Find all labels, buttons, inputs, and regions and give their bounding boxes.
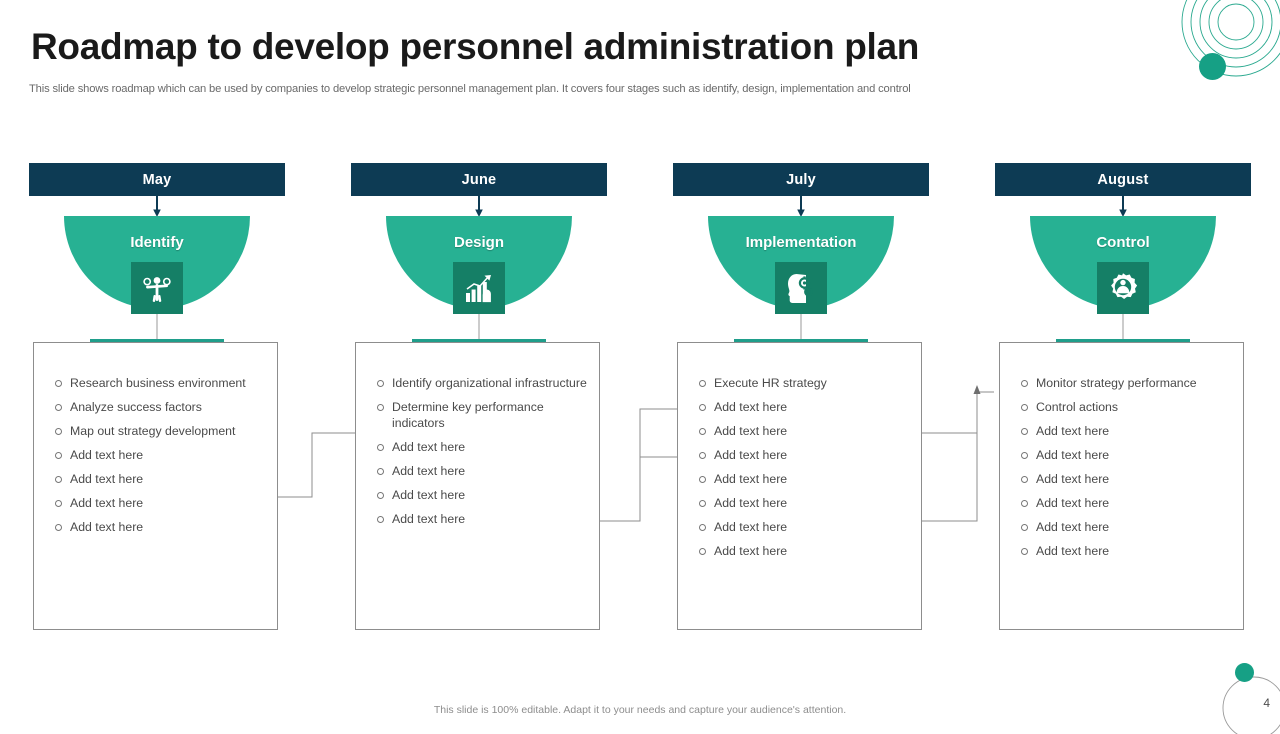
list-item: Add text here: [698, 399, 921, 415]
down-arrow-icon: [797, 196, 805, 217]
stage-column-implementation: July Implementation Execute HR strateg: [673, 163, 929, 630]
stage-label: Implementation: [745, 234, 857, 251]
month-label: June: [461, 171, 497, 188]
list-item: Research business environment: [54, 375, 277, 391]
item-list-control: Monitor strategy performance Control act…: [1000, 343, 1243, 559]
stage-column-control: August Control Monitor strategy performa…: [995, 163, 1251, 630]
list-item: Add text here: [1020, 495, 1243, 511]
list-item: Add text here: [376, 439, 599, 455]
corner-rings-decoration: [1181, 0, 1280, 77]
list-item: Add text here: [698, 519, 921, 535]
list-item: Add text here: [376, 487, 599, 503]
list-item: Identify organizational infrastructure: [376, 375, 599, 391]
month-header-august[interactable]: August: [995, 163, 1251, 196]
item-list-identify: Research business environment Analyze su…: [34, 343, 277, 535]
list-item: Monitor strategy performance: [1020, 375, 1243, 391]
page-badge-decoration: [1222, 676, 1280, 734]
footer-note: This slide is 100% editable. Adapt it to…: [433, 704, 847, 716]
month-label: July: [786, 171, 816, 188]
list-item: Control actions: [1020, 399, 1243, 415]
month-label: August: [1097, 171, 1149, 188]
content-box-identify: Research business environment Analyze su…: [33, 342, 278, 630]
list-item: Add text here: [54, 495, 277, 511]
page-subtitle: This slide shows roadmap which can be us…: [29, 83, 911, 95]
month-label: May: [142, 171, 172, 188]
gear-person-icon: [1097, 262, 1149, 314]
down-arrow-icon: [475, 196, 483, 217]
connector-stem: [478, 314, 480, 346]
corner-accent-dot: [1199, 53, 1226, 80]
month-header-may[interactable]: May: [29, 163, 285, 196]
list-item: Add text here: [698, 495, 921, 511]
list-item: Add text here: [698, 423, 921, 439]
month-header-june[interactable]: June: [351, 163, 607, 196]
stage-label: Identify: [130, 234, 184, 251]
list-item: Execute HR strategy: [698, 375, 921, 391]
down-arrow-icon: [153, 196, 161, 217]
stage-column-design: June Design Identify organizational in: [351, 163, 607, 630]
list-item: Add text here: [1020, 543, 1243, 559]
list-item: Add text here: [54, 471, 277, 487]
item-list-implementation: Execute HR strategy Add text here Add te…: [678, 343, 921, 559]
list-item: Add text here: [698, 543, 921, 559]
list-item: Add text here: [698, 447, 921, 463]
stage-label: Control: [1096, 234, 1150, 251]
list-item: Add text here: [1020, 423, 1243, 439]
list-item: Add text here: [376, 463, 599, 479]
page-number: 4: [1263, 696, 1270, 710]
connector-arrowhead: [973, 385, 981, 394]
item-list-design: Identify organizational infrastructure D…: [356, 343, 599, 527]
list-item: Add text here: [376, 511, 599, 527]
content-box-design: Identify organizational infrastructure D…: [355, 342, 600, 630]
stage-column-identify: May Identify Research business environ: [29, 163, 285, 630]
down-arrow-icon: [1119, 196, 1127, 217]
person-choice-icon: [131, 262, 183, 314]
list-item: Map out strategy development: [54, 423, 277, 439]
list-item: Add text here: [1020, 471, 1243, 487]
content-box-implementation: Execute HR strategy Add text here Add te…: [677, 342, 922, 630]
list-item: Add text here: [1020, 519, 1243, 535]
list-item: Analyze success factors: [54, 399, 277, 415]
bar-chart-growth-icon: [453, 262, 505, 314]
page-badge-dot: [1235, 663, 1254, 682]
head-gears-icon: [775, 262, 827, 314]
list-item: Determine key performance indicators: [376, 399, 599, 431]
connector-stem: [156, 314, 158, 346]
stage-label: Design: [453, 234, 504, 251]
content-box-control: Monitor strategy performance Control act…: [999, 342, 1244, 630]
list-item: Add text here: [1020, 447, 1243, 463]
page-title: Roadmap to develop personnel administrat…: [31, 26, 920, 67]
month-header-july[interactable]: July: [673, 163, 929, 196]
connector-stem: [1122, 314, 1124, 346]
list-item: Add text here: [54, 447, 277, 463]
list-item: Add text here: [54, 519, 277, 535]
list-item: Add text here: [698, 471, 921, 487]
connector-stem: [800, 314, 802, 346]
